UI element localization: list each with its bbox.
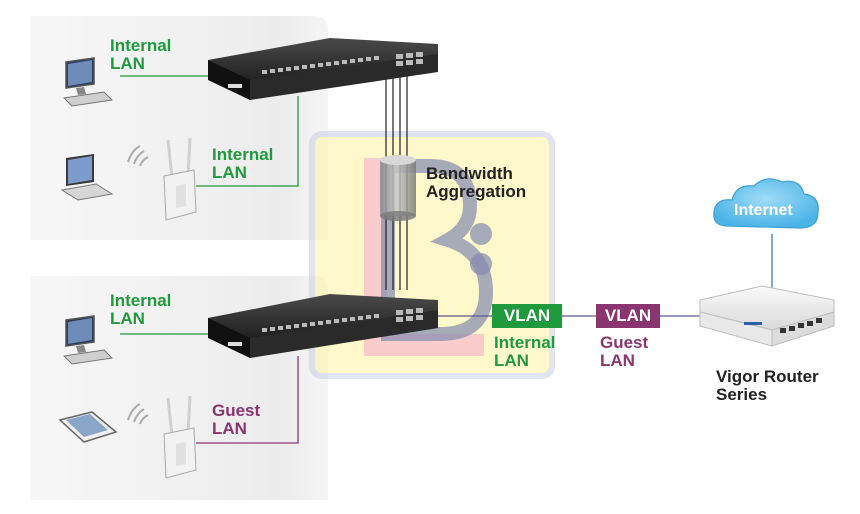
internet-label: Internet (734, 202, 793, 219)
vlan-internal-tag: VLAN (492, 304, 562, 328)
bottom-switch-icon (208, 294, 438, 358)
aggregation-cylinder-icon (380, 155, 416, 221)
access-point-icon (127, 395, 197, 479)
desktop-pc-icon (62, 315, 114, 365)
laptop-icon (60, 154, 114, 201)
top-ap-link (196, 96, 299, 187)
vlan-guest-tag: VLAN (596, 304, 660, 328)
top-switch-icon (208, 38, 438, 100)
tablet-icon (58, 411, 118, 443)
cloud-icon (713, 178, 819, 229)
bottom-ap-link (196, 356, 299, 444)
access-point-icon (127, 137, 197, 221)
router-icon (699, 285, 835, 347)
desktop-pc-icon (62, 57, 114, 107)
